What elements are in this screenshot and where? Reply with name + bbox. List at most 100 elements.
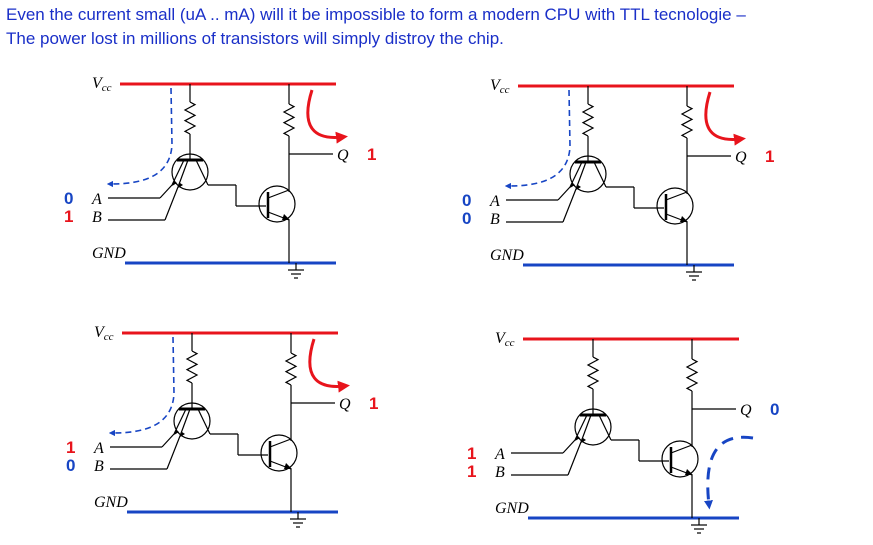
input-b-wire [562,188,577,223]
output-current-arrow [306,89,348,144]
input-current-arrow [106,87,173,188]
emitter-arrow [174,430,179,435]
emitter-arrow [180,432,185,437]
emitter-a [173,408,187,435]
input-transistor [569,155,607,193]
emitter-b [177,159,189,188]
resistor-1 [183,101,197,135]
gnd-label: GND [495,500,529,517]
caption-line-2: The power lost in millions of transistor… [6,29,504,48]
input-a-wire [161,433,175,448]
emitter-b [575,161,587,190]
resistor-2 [680,105,694,139]
resistor-1 [581,103,595,137]
emitter-arrow [581,438,586,443]
input-b-wire [164,186,179,221]
collector-lead [195,159,209,186]
output-transistor [258,185,296,223]
emitter-arrow [575,436,580,441]
a-value: 1 [66,438,75,457]
a-value: 0 [462,191,471,210]
input-transistor [171,153,209,191]
gnd-label: GND [92,245,126,262]
caption: Even the current small (uA .. mA) will i… [6,3,866,51]
emitter-a [171,159,185,186]
b-value: 0 [462,209,471,228]
input-current-arrow [504,89,571,190]
ground-current-arrow [704,435,754,510]
resistor-1 [586,356,600,390]
caption-line-1: Even the current small (uA .. mA) will i… [6,5,746,24]
emitter-arrow [576,185,581,190]
output-current-arrow [704,91,746,146]
resistor-2 [284,352,298,386]
collector-lead [197,408,211,435]
emitter-arrow [685,469,693,475]
emitter-b [580,414,592,443]
input-transistor [574,408,612,446]
q-value: 0 [770,400,779,419]
b-value: 1 [64,207,73,226]
collector-lead [269,438,292,448]
collector-lead [665,191,688,201]
input-a-wire [557,186,571,201]
output-transistor [661,440,699,478]
a-label: A [93,440,104,457]
resistor-1 [185,350,199,384]
b-value: 1 [467,462,476,481]
a-label: A [91,191,102,208]
emitter-arrow [284,463,292,469]
input-b-wire [166,435,181,470]
emitter-a [574,414,588,441]
gnd-label: GND [490,247,524,264]
vcc-label: Vcc [92,75,112,94]
emitter-a [569,161,583,188]
a-value: 0 [64,189,73,208]
collector-lead [598,414,612,441]
resistor-2 [282,103,296,137]
b-label: B [92,209,102,226]
output-transistor [656,187,694,225]
input-a-wire [159,184,173,199]
q-value: 1 [765,147,774,166]
vcc-label: Vcc [94,324,114,343]
vcc-label: Vcc [490,77,510,96]
q-label: Q [735,149,747,166]
vcc-label: Vcc [495,330,515,349]
b-label: B [94,458,104,475]
collector-lead [593,161,607,188]
emitter-arrow [178,183,183,188]
input-b-wire [567,441,582,476]
emitter-arrow [680,216,688,222]
collector-lead [670,444,693,454]
b-value: 0 [66,456,75,475]
emitter-arrow [172,181,177,186]
a-label: A [494,446,505,463]
input-a-wire [562,439,576,454]
input-transistor [173,402,211,440]
a-value: 1 [467,444,476,463]
q-label: Q [337,147,349,164]
q-value: 1 [367,145,376,164]
b-label: B [490,211,500,228]
q-label: Q [740,402,752,419]
resistor-2 [685,358,699,392]
b-label: B [495,464,505,481]
gnd-label: GND [94,494,128,511]
output-current-arrow [308,338,350,393]
a-label: A [489,193,500,210]
collector-lead [267,189,290,199]
emitter-arrow [282,214,290,220]
emitter-arrow [570,183,575,188]
emitter-b [179,408,191,437]
q-value: 1 [369,394,378,413]
q-label: Q [339,396,351,413]
output-transistor [260,434,298,472]
input-current-arrow [108,336,175,437]
